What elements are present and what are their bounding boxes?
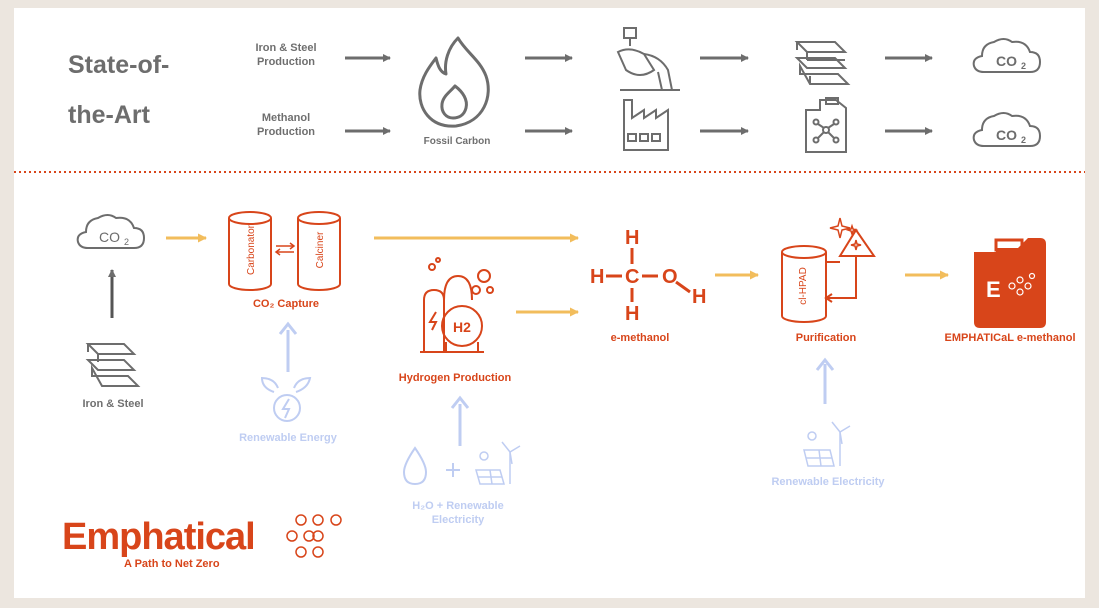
renewable-energy-label: Renewable Energy [239, 432, 337, 444]
h2o-renewable-label: H₂O + Renewable Electricity [412, 500, 504, 526]
svg-text:H: H [625, 227, 639, 249]
logo-circles-icon [286, 514, 342, 558]
purification-label: Purification [795, 332, 857, 344]
arrow-head-h2o [450, 395, 470, 409]
co2-cloud-icon-source: CO 2 [76, 214, 146, 249]
svg-text:C: C [625, 266, 639, 288]
calciner-label: Calciner [315, 231, 326, 268]
factory-icon [623, 99, 669, 151]
ladle-icon [616, 27, 680, 91]
emphatical-product-label: EMPHATICaL e-methanol [944, 332, 1076, 344]
carbonator-cylinder-icon [228, 211, 272, 291]
water-drop-icon [402, 446, 428, 486]
hpad-label: cl-HPAD [798, 267, 809, 305]
plus-icon [446, 463, 460, 477]
svg-text:H: H [590, 266, 604, 288]
arrow-head-electricity [815, 357, 835, 371]
purification-column-icon [781, 228, 876, 323]
solar-wind-icon [475, 441, 521, 485]
arrow-head-renewable-energy [278, 321, 298, 335]
svg-text:CO: CO [996, 127, 1017, 143]
svg-text:CO: CO [996, 53, 1017, 69]
svg-text:CO: CO [99, 229, 120, 245]
svg-text:O: O [662, 266, 678, 288]
renewable-electricity-label: Renewable Electricity [771, 476, 885, 488]
logo-tagline: A Path to Net Zero [124, 558, 220, 570]
svg-text:H: H [625, 303, 639, 325]
logo-wordmark: Emphatical [62, 516, 256, 558]
section-heading-line1: State-of- [68, 51, 170, 79]
carbonator-label: Carbonator [246, 224, 257, 275]
iron-steel-label: Iron & Steel [82, 398, 144, 410]
solar-wind-icon-purification [803, 421, 851, 467]
steel-beams-icon [794, 41, 851, 85]
co2-cloud-icon-top-2: CO 2 [972, 112, 1042, 147]
top-arrows [345, 54, 933, 135]
flame-icon [418, 36, 490, 128]
co2-capture-label: CO₂ Capture [252, 298, 319, 310]
fuel-canister-icon [805, 97, 847, 153]
hydrogen-tank-icon [420, 257, 494, 353]
svg-text:2: 2 [1021, 61, 1026, 71]
diagram-card [14, 8, 1085, 598]
sparkle-icons [829, 217, 862, 251]
svg-text:2: 2 [124, 237, 129, 247]
emphatical-canister-icon [974, 238, 1046, 328]
svg-text:H: H [692, 286, 706, 308]
renewable-energy-icon [260, 376, 312, 422]
canister-letter: E [986, 277, 1001, 302]
iron-steel-production-label: Iron & Steel Production [255, 42, 317, 68]
methanol-molecule: H H C O H H [590, 227, 706, 325]
co2-cloud-icon-top-1: CO 2 [972, 38, 1042, 73]
main-flow-arrows [166, 233, 949, 317]
fossil-carbon-label: Fossil Carbon [423, 136, 491, 147]
h2-label: H2 [453, 319, 471, 335]
methanol-production-label: Methanol Production [256, 112, 316, 138]
svg-text:2: 2 [1021, 135, 1026, 145]
steel-beams-icon-bottom [85, 343, 141, 387]
calciner-cylinder-icon [297, 211, 341, 291]
section-heading-line2: the-Art [68, 101, 150, 129]
e-methanol-label: e-methanol [610, 332, 670, 344]
exchange-arrows-icon [274, 242, 296, 256]
hydrogen-production-label: Hydrogen Production [398, 372, 512, 384]
methanol-bonds [606, 248, 691, 302]
